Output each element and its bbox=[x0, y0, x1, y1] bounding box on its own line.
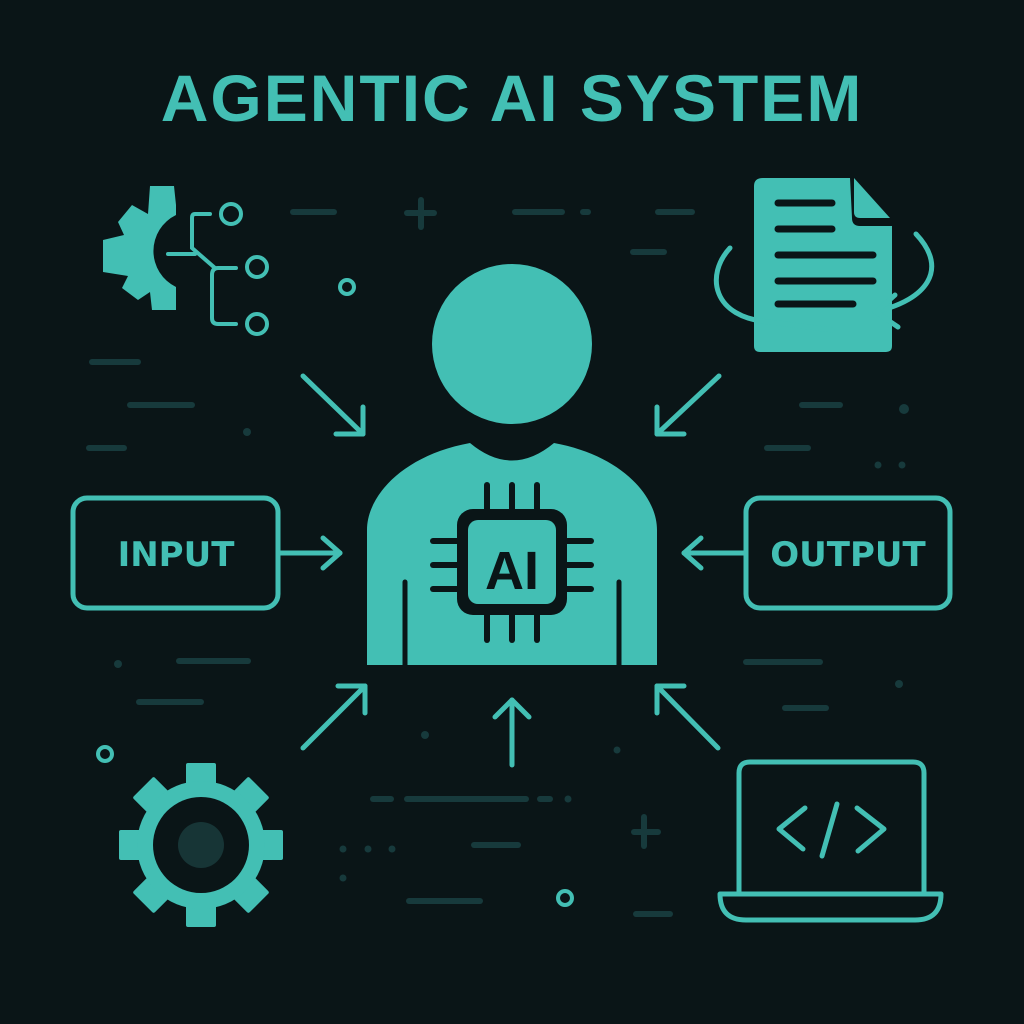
arrow-left bbox=[681, 535, 747, 571]
ai-chip-icon bbox=[430, 482, 594, 643]
gear-icon[interactable] bbox=[119, 763, 283, 927]
chip-label: AI bbox=[485, 541, 539, 601]
background-decor bbox=[86, 197, 909, 917]
laptop-code-icon[interactable] bbox=[717, 759, 944, 923]
arrow-right bbox=[277, 535, 343, 571]
arrow-up-left bbox=[654, 683, 721, 751]
output-label: OUTPUT bbox=[770, 535, 926, 575]
arrow-up-right bbox=[300, 683, 368, 751]
ai-agent-figure[interactable]: AI bbox=[367, 264, 657, 668]
diagram-title: AGENTIC AI SYSTEM bbox=[160, 61, 864, 135]
gear-branch-icon[interactable] bbox=[103, 186, 269, 336]
output-node[interactable]: OUTPUT bbox=[743, 495, 953, 611]
body-lines bbox=[402, 579, 622, 668]
arrow-up bbox=[492, 697, 532, 768]
agent-head bbox=[432, 264, 592, 424]
flow-arrows bbox=[277, 373, 747, 768]
input-node[interactable]: INPUT bbox=[70, 495, 281, 611]
input-label: INPUT bbox=[118, 535, 236, 575]
code-glyph bbox=[776, 801, 887, 859]
arrow-down-left bbox=[654, 373, 722, 437]
decor-rings bbox=[96, 278, 574, 907]
arrow-down-right bbox=[300, 373, 366, 437]
document-cycle-icon[interactable] bbox=[713, 178, 935, 352]
